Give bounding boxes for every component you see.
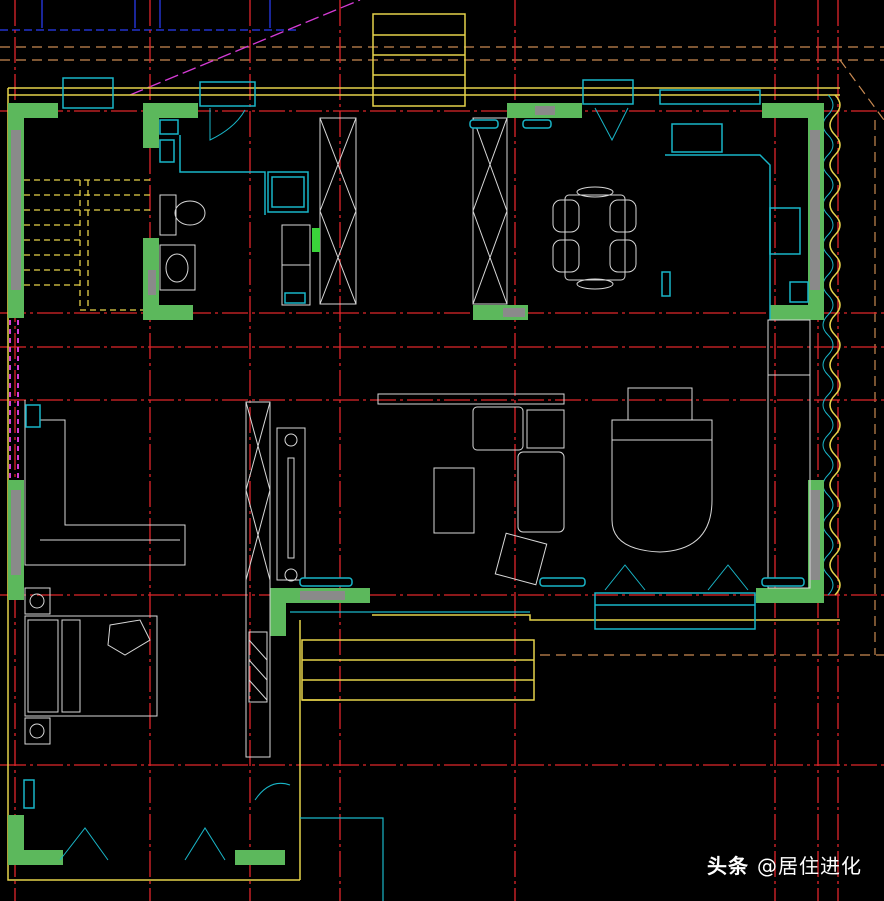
windows — [62, 77, 761, 630]
entry-steps — [301, 639, 535, 701]
kitchen-cabinet — [767, 319, 811, 589]
door-swings — [59, 107, 749, 861]
entry-lines — [290, 611, 530, 901]
roof-outline — [0, 46, 884, 656]
wardrobes — [245, 117, 508, 758]
bath-cyan — [159, 119, 309, 215]
watermark: 头条 @居住进化 — [707, 850, 862, 879]
living-furniture — [24, 387, 713, 586]
curtain-wall — [829, 94, 841, 596]
watermark-handle: @居住进化 — [757, 854, 862, 878]
curtain-wall-inner — [822, 94, 834, 596]
outlets — [23, 119, 805, 809]
wall-blocks — [8, 103, 824, 865]
outer-wall-lines — [7, 87, 840, 881]
watermark-brand: 头条 — [707, 854, 749, 878]
top-stair — [372, 13, 466, 107]
bedroom — [24, 587, 158, 745]
wall-cores — [11, 106, 820, 600]
bath-accent — [312, 228, 320, 252]
bathroom — [159, 194, 311, 306]
kitchen — [665, 123, 809, 320]
dining-set — [552, 186, 637, 290]
left-stair — [24, 179, 150, 311]
